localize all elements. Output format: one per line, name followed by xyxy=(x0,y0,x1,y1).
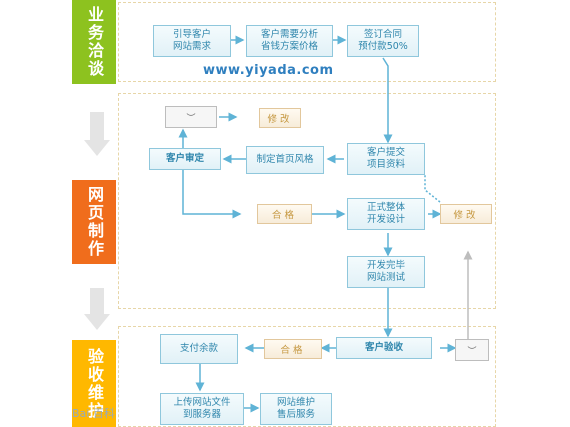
node-maintain: 网站维护 售后服务 xyxy=(260,393,332,425)
stage-arrow-2 xyxy=(84,288,110,330)
face-unsatisfied-1: ︶ xyxy=(165,106,217,128)
stage-arrow-1 xyxy=(84,112,110,156)
node-analysis: 客户需要分析 省钱方案价格 xyxy=(246,25,333,57)
stage-production: 网页制作 xyxy=(72,180,116,264)
zone-business xyxy=(118,2,496,82)
node-pay: 支付余款 xyxy=(160,334,238,364)
tag-modify-2: 修改 xyxy=(440,204,492,224)
zone-production xyxy=(118,93,496,309)
node-develop: 正式整体 开发设计 xyxy=(347,198,425,230)
node-homepage: 制定首页风格 xyxy=(246,146,324,174)
node-test: 开发完毕 网站测试 xyxy=(347,256,425,288)
node-review: 客户审定 xyxy=(149,148,221,170)
stage-business: 业务洽谈 xyxy=(72,0,116,84)
face-unsatisfied-2: ︶ xyxy=(455,339,489,361)
tag-pass-2: 合格 xyxy=(264,339,322,359)
node-upload: 上传网站文件 到服务器 xyxy=(160,393,244,425)
node-customer-accept: 客户验收 xyxy=(336,337,432,359)
tag-modify-1: 修改 xyxy=(259,108,301,128)
tag-pass-1: 合格 xyxy=(257,204,312,224)
node-contract: 签订合同 预付款50% xyxy=(347,25,419,57)
watermark: Bai 百科 xyxy=(72,407,115,420)
website-url[interactable]: www.yiyada.com xyxy=(203,63,334,78)
node-submit: 客户提交 项目资料 xyxy=(347,143,425,175)
stage-acceptance: 验收维护 xyxy=(72,340,116,427)
node-guide: 引导客户 网站需求 xyxy=(153,25,231,57)
